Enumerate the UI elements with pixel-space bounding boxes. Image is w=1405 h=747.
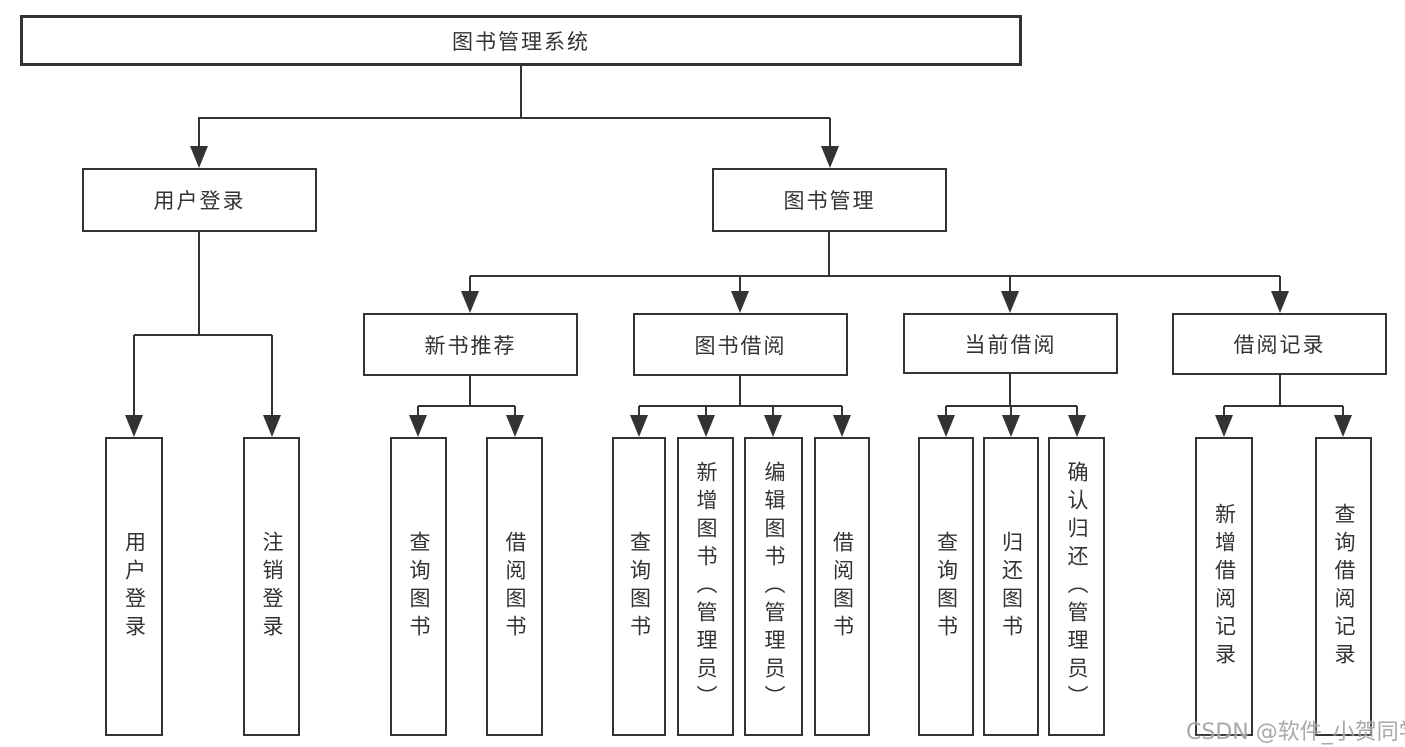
node-user-login-label: 用户登录 <box>153 189 246 213</box>
leaf-confirm-return-admin: 确认归还（管理员） <box>1048 437 1105 736</box>
node-borrow-records: 借阅记录 <box>1172 313 1387 375</box>
node-root-label: 图书管理系统 <box>452 29 590 54</box>
leaf-query-books-recommend: 查询图书 <box>390 437 447 736</box>
leaf-borrow-books-recommend: 借阅图书 <box>486 437 543 736</box>
leaf-query-books-borrow: 查询图书 <box>612 437 666 736</box>
leaf-return-books: 归还图书 <box>983 437 1039 736</box>
leaf-user-login: 用户登录 <box>105 437 163 736</box>
leaf-borrow-books: 借阅图书 <box>814 437 870 736</box>
node-root-system: 图书管理系统 <box>20 15 1022 66</box>
branch-new-book-recommend <box>409 376 524 437</box>
branch-user-login <box>125 232 281 437</box>
branch-current-borrow <box>937 374 1086 437</box>
node-book-borrow: 图书借阅 <box>633 313 848 376</box>
branch-book-management <box>461 232 1289 313</box>
node-book-management-label: 图书管理 <box>783 189 876 213</box>
branch-borrow-records <box>1215 375 1352 437</box>
node-book-management: 图书管理 <box>712 168 947 232</box>
leaf-edit-books-admin: 编辑图书（管理员） <box>744 437 803 736</box>
leaf-add-borrow-record: 新增借阅记录 <box>1195 437 1253 736</box>
node-current-borrow: 当前借阅 <box>903 313 1118 374</box>
node-borrow-records-label: 借阅记录 <box>1233 333 1326 357</box>
branch-book-borrow <box>630 376 851 437</box>
node-new-book-recommend: 新书推荐 <box>363 313 578 376</box>
node-current-borrow-label: 当前借阅 <box>964 332 1057 357</box>
leaf-add-books-admin: 新增图书（管理员） <box>677 437 734 736</box>
leaf-logout: 注销登录 <box>243 437 300 736</box>
node-user-login: 用户登录 <box>82 168 317 232</box>
node-new-book-recommend-label: 新书推荐 <box>424 333 517 358</box>
branch-root <box>190 66 839 168</box>
leaf-query-borrow-record: 查询借阅记录 <box>1315 437 1372 736</box>
node-book-borrow-label: 图书借阅 <box>694 333 787 358</box>
leaf-query-books-current: 查询图书 <box>918 437 974 736</box>
watermark-text: CSDN @软件_小贺同学 <box>1186 720 1405 745</box>
